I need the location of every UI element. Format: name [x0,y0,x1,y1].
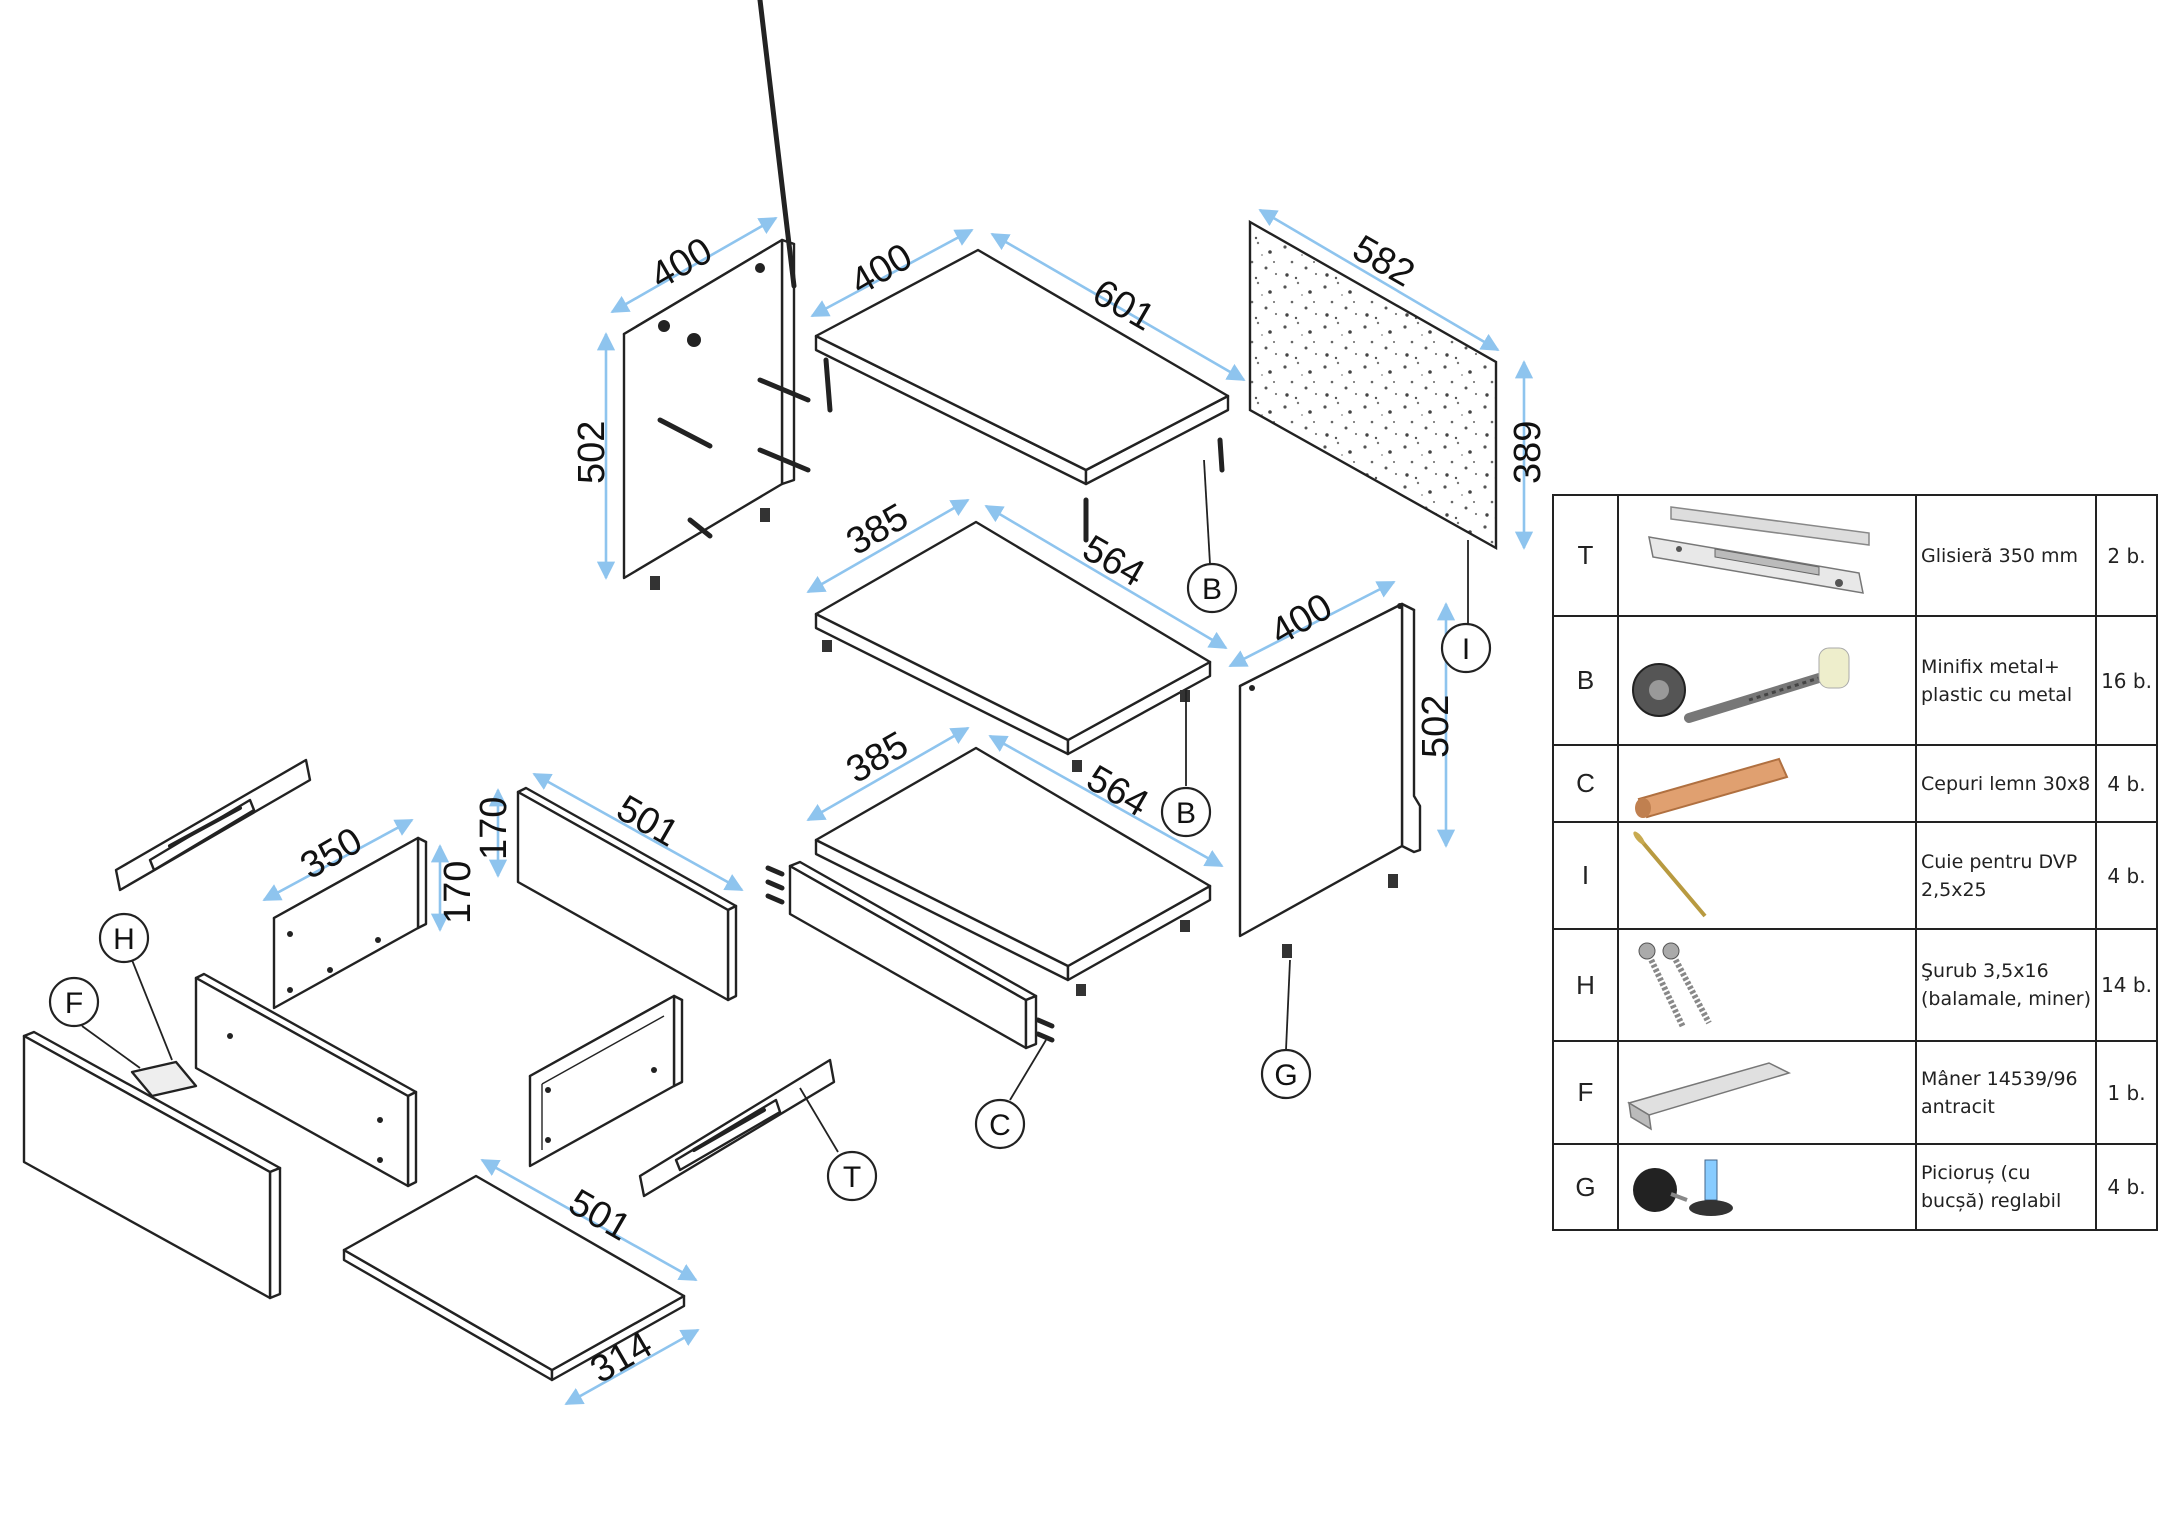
table-row: H Şurub 3,5x16 (balamale, miner) 14 b. [1552,928,2158,1042]
part-description: Cuie pentru DVP 2,5x25 [1915,821,2097,930]
drawer-front-panel [22,1030,282,1300]
part-description: Cepuri lemn 30x8 [1915,744,2097,823]
drawer-slide-left [114,758,312,892]
dim-left-side-height: 502 [571,332,616,580]
part-code: G [1552,1143,1619,1231]
nail-icon [1617,821,1917,930]
svg-text:B: B [1176,797,1196,830]
table-row: G Picioruș (cu bucșă) reglabil 4 b. [1552,1143,2158,1231]
part-description: Mâner 14539/96 antracit [1915,1040,2097,1145]
dim-drawer-side-height: 170 [430,844,479,932]
part-code: I [1552,821,1619,930]
dim-drawer-side-height-label: 170 [437,861,479,924]
part-quantity: 4 b. [2095,1143,2158,1231]
table-row: F Mâner 14539/96 antracit 1 b. [1552,1040,2158,1145]
dim-drawer-back-height-label: 170 [473,797,515,860]
dim-back-height-label: 389 [1507,421,1549,484]
svg-text:B: B [1202,573,1222,606]
callout-b-upper: B [1186,459,1238,614]
callout-t: T [799,1087,878,1202]
part-quantity: 4 b. [2095,744,2158,823]
svg-text:T: T [843,1161,861,1194]
svg-text:I: I [1462,633,1470,666]
part-code: T [1552,494,1619,617]
adjustable-foot-icon [1617,1143,1917,1231]
dim-shelf2-width-label: 385 [840,724,916,792]
table-row: I Cuie pentru DVP 2,5x25 4 b. [1552,821,2158,930]
callout-f: F [48,976,141,1069]
part-quantity: 2 b. [2095,494,2158,617]
svg-text:C: C [989,1109,1011,1142]
left-side-panel [622,0,811,590]
drawer-side-panel-2 [528,994,684,1168]
hardware-parts-table: T Glisieră 350 mm 2 b. B Minifix metal+ … [1552,494,2158,1231]
part-quantity: 16 b. [2095,615,2158,746]
screw-icon [1617,928,1917,1042]
wood-dowel-icon [1617,744,1917,823]
callout-c: C [974,1039,1047,1150]
table-row: C Cepuri lemn 30x8 4 b. [1552,744,2158,823]
callout-b-lower: B [1160,690,1212,838]
dim-back-height: 389 [1507,360,1549,550]
table-row: T Glisieră 350 mm 2 b. [1552,494,2158,617]
part-description: Minifix metal+ plastic cu metal [1915,615,2097,746]
front-rail [765,860,1055,1050]
dim-right-side-height-label: 502 [1415,695,1457,758]
minifix-icon [1617,615,1917,746]
right-side-panel [1238,602,1422,958]
part-description: Picioruș (cu bucșă) reglabil [1915,1143,2097,1231]
part-code: F [1552,1040,1619,1145]
part-quantity: 14 b. [2095,928,2158,1042]
callout-g: G [1260,959,1312,1100]
part-quantity: 4 b. [2095,821,2158,930]
part-quantity: 1 b. [2095,1040,2158,1145]
table-row: B Minifix metal+ plastic cu metal 16 b. [1552,615,2158,746]
svg-text:F: F [65,987,83,1020]
dim-drawer-back-height: 170 [473,788,515,878]
part-description: Glisieră 350 mm [1915,494,2097,617]
part-code: H [1552,928,1619,1042]
part-description: Şurub 3,5x16 (balamale, miner) [1915,928,2097,1042]
dim-right-side-height: 502 [1415,602,1457,848]
dim-left-side-height-label: 502 [571,421,613,484]
callout-h: H [98,912,173,1061]
drawer-inner-front [194,972,418,1188]
svg-text:H: H [113,923,135,956]
dim-shelf1-width-label: 385 [840,496,916,564]
drawer-slide-icon [1617,494,1917,617]
part-code: C [1552,744,1619,823]
part-code: B [1552,615,1619,746]
callout-i: I [1440,540,1492,674]
svg-text:G: G [1274,1059,1297,1092]
handle-icon [1617,1040,1917,1145]
